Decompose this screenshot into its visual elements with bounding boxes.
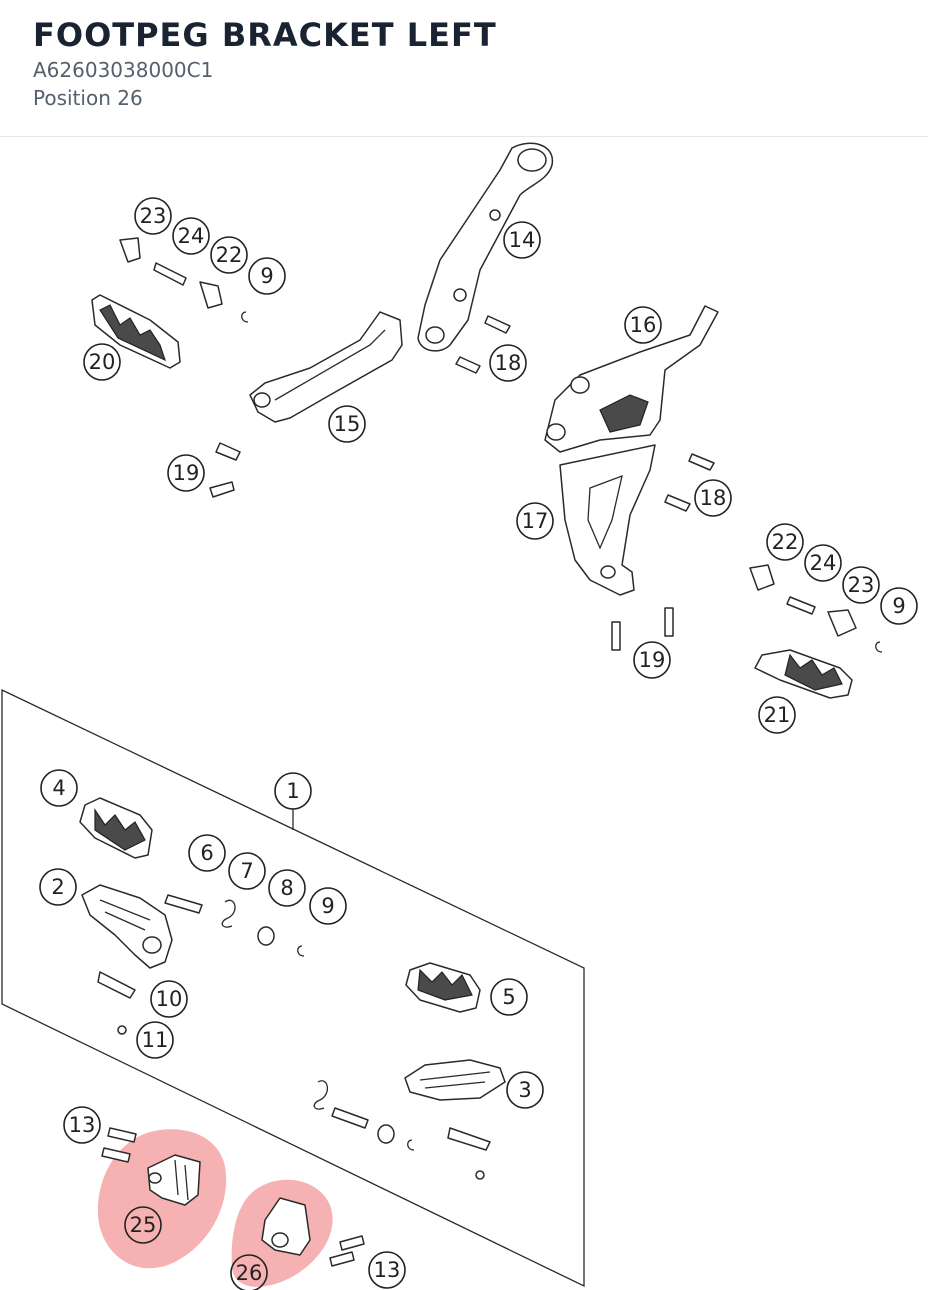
svg-text:19: 19 — [639, 648, 666, 672]
callout-24[interactable]: 24 — [172, 217, 210, 255]
callout-15[interactable]: 15 — [328, 405, 366, 443]
callout-13[interactable]: 13 — [368, 1251, 406, 1289]
callout-22[interactable]: 22 — [766, 523, 804, 561]
page-title: FOOTPEG BRACKET LEFT — [33, 16, 497, 54]
footpeg-4 — [79, 797, 153, 859]
hardware-bolts — [97, 237, 883, 1267]
svg-text:9: 9 — [260, 264, 273, 288]
callout-23[interactable]: 23 — [842, 566, 880, 604]
svg-text:9: 9 — [892, 594, 905, 618]
svg-text:14: 14 — [509, 228, 536, 252]
part-header: FOOTPEG BRACKET LEFT A62603038000C1 Posi… — [0, 0, 928, 137]
footpeg-2 — [81, 884, 173, 969]
callout-25[interactable]: 25 — [124, 1206, 162, 1244]
svg-text:21: 21 — [764, 703, 791, 727]
svg-text:26: 26 — [236, 1261, 263, 1285]
callout-3[interactable]: 3 — [506, 1071, 544, 1109]
svg-text:19: 19 — [173, 461, 200, 485]
callout-5[interactable]: 5 — [490, 978, 528, 1016]
svg-text:13: 13 — [374, 1258, 401, 1282]
bracket-15 — [249, 311, 403, 423]
callout-9[interactable]: 9 — [248, 257, 286, 295]
mount-bracket-26 — [261, 1197, 311, 1256]
footpeg-5 — [405, 962, 481, 1013]
svg-text:23: 23 — [848, 573, 875, 597]
callout-1[interactable]: 1 — [274, 772, 312, 810]
callout-19[interactable]: 19 — [167, 454, 205, 492]
exploded-parts-diagram: 23 24 22 9 20 14 18 15 16 19 17 18 22 24… — [1, 142, 918, 1290]
callout-18[interactable]: 18 — [489, 344, 527, 382]
svg-text:3: 3 — [518, 1078, 531, 1102]
svg-text:11: 11 — [142, 1028, 169, 1052]
callout-26[interactable]: 26 — [230, 1254, 268, 1290]
bracket-arm-14 — [417, 142, 554, 352]
guard-17 — [559, 444, 656, 596]
mount-bracket-25 — [147, 1154, 201, 1206]
svg-text:5: 5 — [502, 985, 515, 1009]
footpeg-3 — [404, 1059, 506, 1101]
svg-text:24: 24 — [178, 224, 205, 248]
svg-text:18: 18 — [700, 486, 727, 510]
svg-text:10: 10 — [156, 987, 183, 1011]
svg-text:23: 23 — [140, 204, 167, 228]
callout-24[interactable]: 24 — [804, 544, 842, 582]
callout-13[interactable]: 13 — [63, 1106, 101, 1144]
callout-4[interactable]: 4 — [40, 769, 78, 807]
footpeg-20 — [91, 294, 181, 369]
callout-21[interactable]: 21 — [758, 696, 796, 734]
svg-text:9: 9 — [321, 894, 334, 918]
kit-outline — [1, 688, 585, 1288]
svg-text:4: 4 — [52, 776, 65, 800]
svg-text:17: 17 — [522, 509, 549, 533]
svg-text:18: 18 — [495, 351, 522, 375]
callout-8[interactable]: 8 — [268, 869, 306, 907]
footpeg-21 — [754, 649, 853, 699]
callout-20[interactable]: 20 — [83, 343, 121, 381]
svg-text:2: 2 — [51, 875, 64, 899]
callout-10[interactable]: 10 — [150, 980, 188, 1018]
svg-text:25: 25 — [130, 1213, 157, 1237]
svg-text:20: 20 — [89, 350, 116, 374]
callout-16[interactable]: 16 — [624, 306, 662, 344]
callout-19[interactable]: 19 — [633, 641, 671, 679]
svg-text:8: 8 — [280, 876, 293, 900]
callout-9[interactable]: 9 — [309, 887, 347, 925]
callout-17[interactable]: 17 — [516, 502, 554, 540]
svg-text:16: 16 — [630, 313, 657, 337]
svg-text:22: 22 — [772, 530, 799, 554]
svg-text:1: 1 — [286, 779, 299, 803]
callout-6[interactable]: 6 — [188, 834, 226, 872]
svg-text:15: 15 — [334, 412, 361, 436]
svg-text:6: 6 — [200, 841, 213, 865]
callout-18[interactable]: 18 — [694, 479, 732, 517]
svg-text:22: 22 — [216, 243, 243, 267]
callout-22[interactable]: 22 — [210, 236, 248, 274]
svg-text:7: 7 — [240, 859, 253, 883]
svg-text:24: 24 — [810, 551, 837, 575]
bracket-16 — [544, 305, 719, 453]
callout-9[interactable]: 9 — [880, 587, 918, 625]
part-number: A62603038000C1 — [33, 58, 214, 82]
callout-7[interactable]: 7 — [228, 852, 266, 890]
svg-text:13: 13 — [69, 1113, 96, 1137]
callout-11[interactable]: 11 — [136, 1021, 174, 1059]
callout-2[interactable]: 2 — [39, 868, 77, 906]
callout-14[interactable]: 14 — [503, 221, 541, 259]
callout-23[interactable]: 23 — [134, 197, 172, 235]
position-label: Position 26 — [33, 86, 143, 110]
